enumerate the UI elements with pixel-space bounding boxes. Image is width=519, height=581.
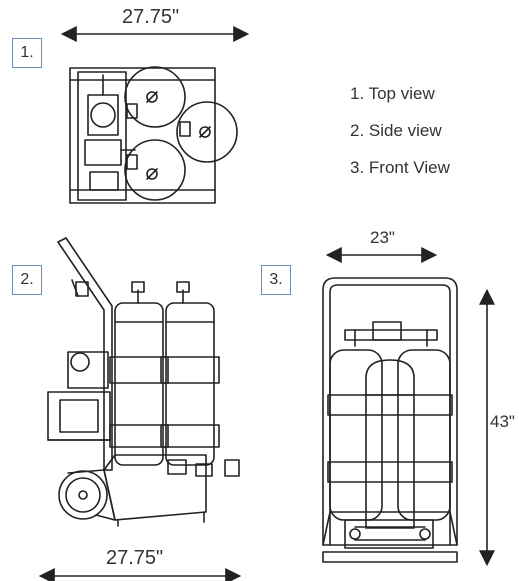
side-view-drawing (47, 237, 240, 527)
front-height-label: 43" (490, 412, 515, 431)
view-number-1: 1. (12, 38, 42, 68)
legend-item-front-view: 3. Front View (350, 158, 450, 177)
legend-item-side-view: 2. Side view (350, 121, 442, 140)
legend-item-top-view: 1. Top view (350, 84, 435, 103)
view-number-3: 3. (261, 265, 291, 295)
bottom-width-label: 27.75" (106, 547, 164, 569)
view-legend: 1. Top view 2. Side view 3. Front View (350, 82, 450, 193)
top-view-drawing (69, 66, 238, 204)
view-number-2: 2. (12, 265, 42, 295)
front-width-label: 23" (370, 228, 395, 247)
top-width-label: 27.75" (122, 6, 180, 28)
front-view-drawing (322, 247, 495, 567)
